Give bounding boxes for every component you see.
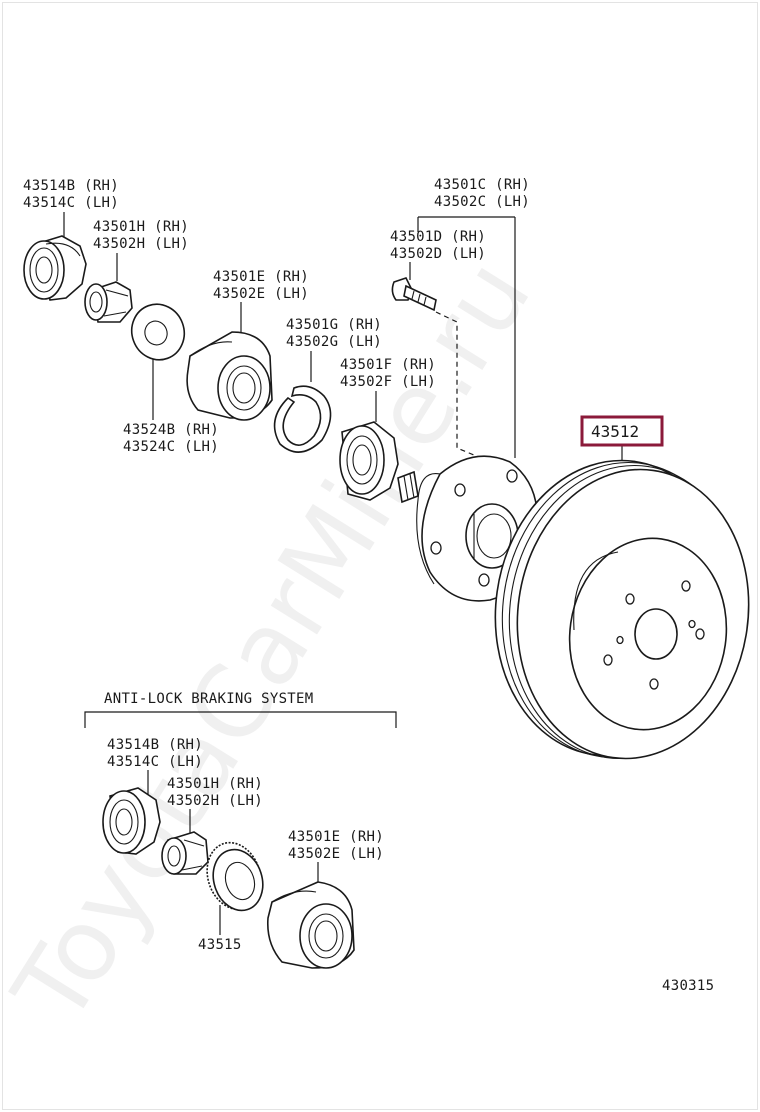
label-43502c-lh[interactable]: 43502C (LH) bbox=[434, 194, 530, 210]
label-43514c-lh[interactable]: 43514C (LH) bbox=[23, 195, 119, 211]
disc-rotor-43512-part bbox=[494, 459, 750, 760]
abs-label-43502e-lh[interactable]: 43502E (LH) bbox=[288, 846, 384, 862]
abs-labels: ANTI-LOCK BRAKING SYSTEM 43514B (RH) 435… bbox=[104, 691, 384, 953]
abs-section-title: ANTI-LOCK BRAKING SYSTEM bbox=[104, 691, 314, 707]
abs-label-43502h-lh[interactable]: 43502H (LH) bbox=[167, 793, 263, 809]
oil-seal-43514b-part bbox=[23, 235, 87, 301]
abs-sensor-rotor-43515-part bbox=[206, 841, 264, 912]
abs-label-43515[interactable]: 43515 bbox=[198, 937, 242, 953]
label-43502d-lh[interactable]: 43502D (LH) bbox=[390, 246, 486, 262]
label-43502e-lh[interactable]: 43502E (LH) bbox=[213, 286, 309, 302]
label-43502g-lh[interactable]: 43502G (LH) bbox=[286, 334, 382, 350]
label-43524c-lh[interactable]: 43524C (LH) bbox=[123, 439, 219, 455]
hub-bolt-43501d-part bbox=[391, 277, 437, 312]
abs-label-43514b-rh[interactable]: 43514B (RH) bbox=[107, 737, 203, 753]
bearing-cone-43501h-part bbox=[84, 281, 133, 323]
label-43501d-rh[interactable]: 43501D (RH) bbox=[390, 229, 486, 245]
abs-bearing-43501e-part bbox=[266, 881, 355, 969]
label-43514b-rh[interactable]: 43514B (RH) bbox=[23, 178, 119, 194]
leader-lines bbox=[63, 212, 623, 935]
label-43501h-rh[interactable]: 43501H (RH) bbox=[93, 219, 189, 235]
abs-label-43501h-rh[interactable]: 43501H (RH) bbox=[167, 776, 263, 792]
bearing-43501e-part bbox=[186, 331, 273, 421]
label-43501f-rh[interactable]: 43501F (RH) bbox=[340, 357, 436, 373]
label-43501e-rh[interactable]: 43501E (RH) bbox=[213, 269, 309, 285]
label-43501g-rh[interactable]: 43501G (RH) bbox=[286, 317, 382, 333]
abs-bearing-cone-43501h-part bbox=[161, 831, 209, 875]
diagram-number: 430315 bbox=[662, 978, 714, 994]
label-43501c-rh[interactable]: 43501C (RH) bbox=[434, 177, 530, 193]
oil-seal-43501f-part bbox=[339, 421, 399, 501]
abs-oil-seal-43514b-part bbox=[102, 787, 161, 855]
label-43502f-lh[interactable]: 43502F (LH) bbox=[340, 374, 436, 390]
label-43512[interactable]: 43512 bbox=[591, 422, 639, 441]
highlight-box bbox=[580, 415, 664, 447]
abs-label-43514c-lh[interactable]: 43514C (LH) bbox=[107, 754, 203, 770]
snap-ring-43501g-part bbox=[273, 385, 332, 453]
abs-label-43501e-rh[interactable]: 43501E (RH) bbox=[288, 829, 384, 845]
washer-43524b-part bbox=[130, 303, 186, 361]
part-labels: 43514B (RH) 43514C (LH) 43501H (RH) 4350… bbox=[23, 177, 639, 455]
label-43502h-lh[interactable]: 43502H (LH) bbox=[93, 236, 189, 252]
label-43524b-rh[interactable]: 43524B (RH) bbox=[123, 422, 219, 438]
